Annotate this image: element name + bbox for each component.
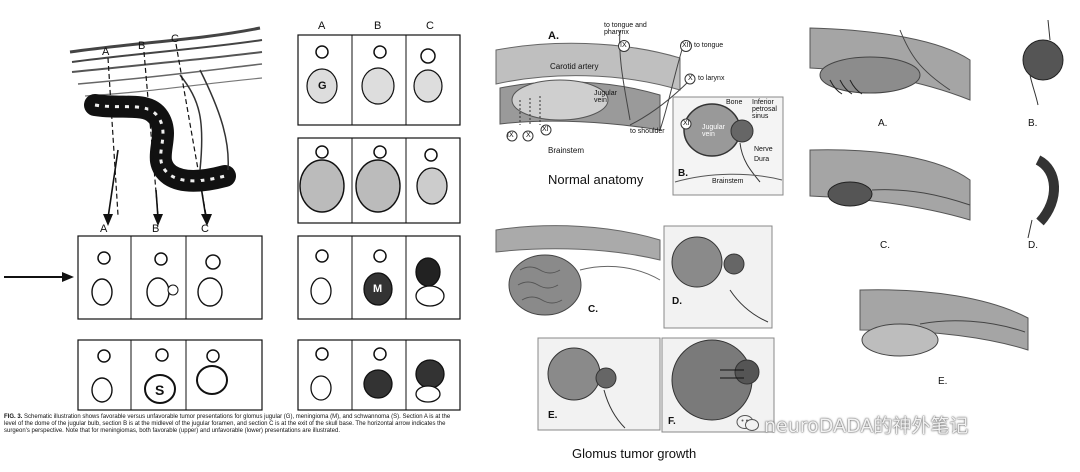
- right-panel-b-illustration: [1022, 19, 1064, 106]
- dura-label: Dura: [754, 156, 770, 163]
- section-panel-row-1: [77, 235, 263, 320]
- panel-b-label: B.: [678, 168, 688, 179]
- right-panel-c-illustration: [809, 149, 971, 221]
- to-shoulder-label: to shoulder: [630, 128, 665, 135]
- row-section-label-b: B: [152, 223, 160, 235]
- bottom-nerve-x: X: [526, 132, 531, 139]
- section-line-b: [143, 51, 159, 216]
- panel-d-illustration: [663, 225, 773, 329]
- right-label-a: A.: [878, 118, 888, 129]
- row-section-label-c: C: [201, 223, 209, 235]
- tumor-letter-m: M: [373, 283, 383, 295]
- top-section-label-b: B: [138, 40, 146, 52]
- right-label-c: C.: [880, 240, 890, 251]
- caption-prefix: FIG. 3.: [4, 414, 23, 420]
- panel-e-label: E.: [548, 410, 558, 421]
- right-label-d: D.: [1028, 240, 1038, 251]
- carotid-artery-label: Carotid artery: [550, 62, 599, 71]
- row-section-label-a: A: [100, 223, 108, 235]
- panel-e-illustration: [537, 337, 661, 431]
- panel-c-illustration: [494, 222, 662, 328]
- glomus-tumor-growth-title: Glomus tumor growth: [572, 446, 697, 461]
- arrow-b: [155, 189, 159, 219]
- to-tongue-pharynx-label: to tongue and pharynx: [604, 22, 647, 36]
- panel-b-illustration: [672, 96, 784, 196]
- caption-text: Schematic illustration shows favorable v…: [4, 414, 451, 435]
- bottom-nerve-xi: XI: [542, 126, 549, 133]
- watermark-text: neuroDADA的神外笔记: [764, 415, 969, 437]
- panel-f-illustration: [661, 337, 775, 433]
- to-larynx-label: to larynx: [698, 75, 725, 82]
- arrow-a: [107, 149, 119, 219]
- arrow-c-head: [201, 214, 212, 226]
- right-label-e: E.: [938, 376, 948, 387]
- bone-label: Bone: [726, 99, 743, 106]
- right-figure: [809, 19, 1064, 357]
- jugular-vein-b-label: Jugular vein: [702, 124, 725, 138]
- panel-column-label-c: C: [426, 20, 434, 32]
- panel-column-label-b: B: [374, 20, 382, 32]
- arrow-c: [199, 179, 207, 219]
- panel-f-label: F.: [668, 416, 676, 427]
- panel-a-label: A.: [548, 30, 559, 42]
- tumor-letter-g: G: [318, 80, 327, 92]
- panel-c-label: C.: [588, 304, 598, 315]
- panel-d-label: D.: [672, 296, 682, 307]
- tumor-panel-grid: [297, 34, 461, 411]
- jugular-vein-label: Jugular vein: [594, 90, 617, 104]
- brainstem-label: Brainstem: [548, 146, 585, 155]
- arrow-b-head: [153, 214, 163, 226]
- right-panel-a-illustration: [809, 27, 971, 101]
- top-section-label-c: C: [171, 33, 179, 45]
- panel-a-illustration: [495, 29, 691, 131]
- surgeon-arrow-head: [62, 272, 74, 282]
- right-panel-d-illustration: [1027, 155, 1059, 239]
- jugular-vessel-illustration: [69, 26, 263, 192]
- nerve-xii-label: XII: [682, 42, 691, 49]
- left-figure: [4, 26, 461, 411]
- to-tongue-label: to tongue: [694, 42, 724, 49]
- inferior-petrosal-sinus-label: Inferior petrosal sinus: [752, 99, 777, 120]
- right-label-b: B.: [1028, 118, 1038, 129]
- panel-column-label-a: A: [318, 20, 326, 32]
- nerve-x-label: X: [688, 75, 693, 82]
- tumor-letter-s: S: [155, 382, 165, 398]
- nerve-xi-label: XI: [683, 120, 690, 127]
- brainstem-b-label: Brainstem: [712, 178, 744, 185]
- nerve-b-label: Nerve: [754, 146, 773, 153]
- middle-figure: [494, 29, 784, 433]
- normal-anatomy-title: Normal anatomy: [548, 172, 644, 187]
- top-section-label-a: A: [102, 46, 110, 58]
- wechat-logo-icon: [736, 414, 760, 432]
- right-panel-e-illustration: [859, 289, 1029, 357]
- nerve-ix-label: IX: [620, 42, 627, 49]
- section-line-a: [107, 57, 119, 216]
- bottom-nerve-ix: IX: [507, 132, 514, 139]
- figure-caption: FIG. 3. Schematic illustration shows fav…: [4, 414, 456, 436]
- section-panel-row-2: [77, 339, 263, 411]
- arrow-a-head: [103, 214, 113, 226]
